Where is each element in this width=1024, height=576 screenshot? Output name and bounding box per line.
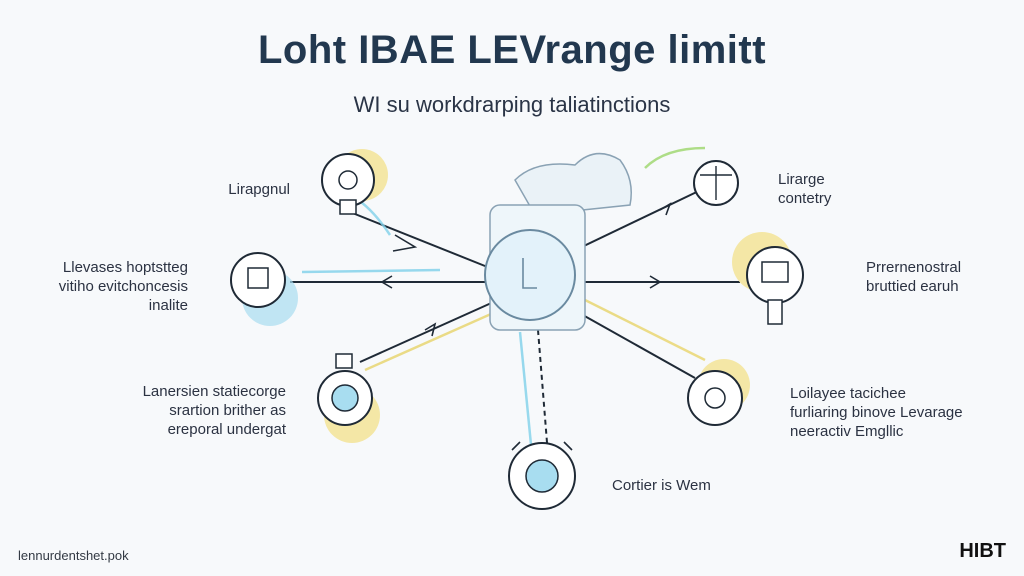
node-label-top-left: Lirapgnul xyxy=(228,181,290,198)
connectors xyxy=(290,187,740,456)
node-label-top-right: Lirarge contetry xyxy=(778,171,832,207)
node-bottom-icon xyxy=(508,441,576,510)
node-low-left-icon xyxy=(317,353,380,443)
central-hub xyxy=(484,152,632,331)
node-low-right-icon xyxy=(687,359,750,426)
node-label-low-left: Lanersien statiecorge srartion brither a… xyxy=(142,383,286,438)
page-subtitle: WI su workdrarping taliatinctions xyxy=(353,92,671,117)
node-label-low-right: Loilayee tacichee furliaring binove Leva… xyxy=(790,385,963,440)
brand-logo: HIBT xyxy=(959,540,1006,562)
connector-low-right xyxy=(564,304,696,379)
node-mid-right-icon xyxy=(732,232,804,325)
node-label-mid-right: Prrernenostral bruttied earuh xyxy=(866,259,962,295)
node-top-left-icon xyxy=(321,149,388,215)
node-label-bottom: Cortier is Wem xyxy=(612,477,711,494)
footer-source: lennurdentshet.pok xyxy=(18,548,129,563)
node-label-mid-left: Llevases hoptstteg vitiho evitchoncesis … xyxy=(58,259,188,314)
node-mid-left-icon xyxy=(230,252,298,326)
connector-top-right xyxy=(564,187,706,256)
node-top-right-icon xyxy=(693,160,739,206)
connector-bottom xyxy=(537,329,549,456)
connector-low-left xyxy=(359,299,499,363)
connector-top-left xyxy=(344,209,491,269)
page-title: Loht IBAE LEVrange limitt xyxy=(257,28,767,72)
